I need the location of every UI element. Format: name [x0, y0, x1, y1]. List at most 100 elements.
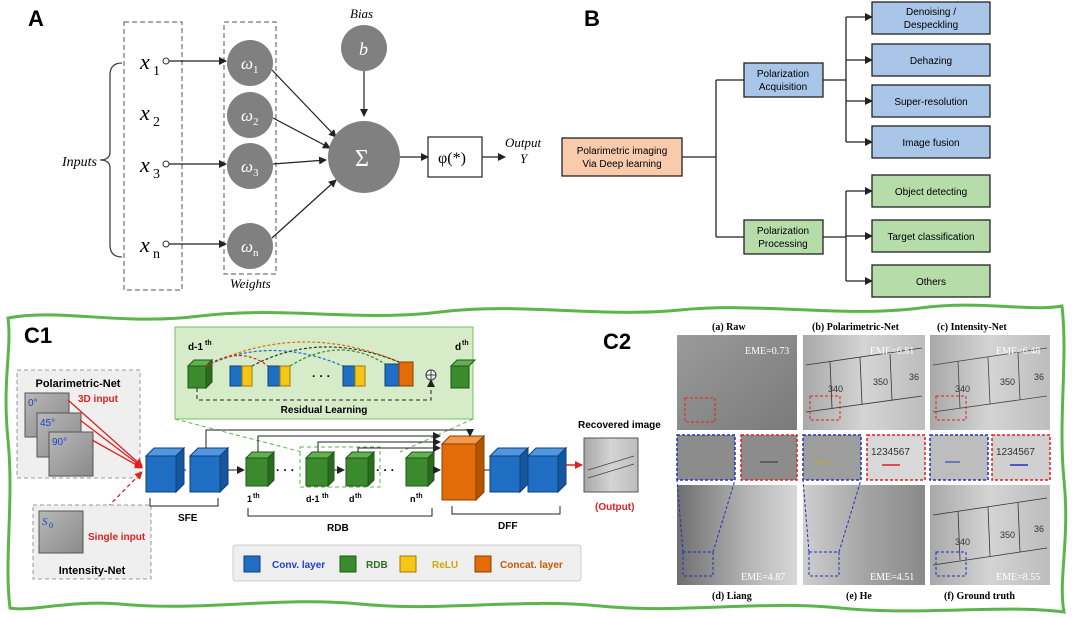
- detail-d-sup: th: [462, 340, 469, 347]
- root-node: Polarimetric imaging Via Deep learning: [561, 137, 683, 177]
- d-label: d: [349, 494, 355, 504]
- c-panel-frame: [4, 303, 1068, 614]
- weight-w1: ω 1: [227, 40, 273, 86]
- input-node: [162, 240, 170, 248]
- input-node: [162, 160, 170, 168]
- zoom-digits: 1234567: [871, 447, 910, 458]
- zoom-line-blue: [712, 479, 736, 553]
- input-subscript: 1: [153, 64, 160, 79]
- activation-label: φ(*): [438, 150, 466, 167]
- input-subscript: n: [153, 247, 160, 262]
- legend-conv: Conv. layer: [243, 555, 325, 573]
- s0-symbol: S: [42, 516, 48, 528]
- weights-label: Weights: [230, 276, 271, 291]
- ruler-number: 350: [1000, 377, 1015, 387]
- legend-label: Concat. layer: [500, 560, 563, 571]
- tree-connectors: [682, 17, 847, 281]
- dff-bracket: [451, 506, 561, 515]
- leaf-target-classification: Target classification: [871, 219, 991, 253]
- leaf-line1: Denoising /: [906, 7, 956, 18]
- d-minus-sup: th: [322, 493, 329, 500]
- panel-c2-label: C2: [603, 329, 631, 354]
- zoom-line-blue: [838, 479, 862, 553]
- ruler-number: 340: [955, 384, 970, 394]
- main-pipeline: · · · · · ·: [144, 429, 583, 502]
- output-label: Output: [505, 135, 542, 150]
- inputs-box: [123, 21, 183, 291]
- sum-node: [328, 121, 400, 193]
- title-liang: (d) Liang: [712, 591, 752, 602]
- eme-polarimetric-net: EME=6.81: [870, 346, 914, 357]
- angle-label: 0°: [28, 398, 38, 409]
- input-arrow-red: [67, 399, 143, 467]
- title-intensity-net: (c) Intensity-Net: [937, 322, 1007, 333]
- bias-label: Bias: [350, 6, 373, 21]
- panel-a: A Inputs Weights x 1 x 2 x 3 x n: [28, 6, 542, 291]
- ruler-number: 350: [873, 377, 888, 387]
- panel-c1-label: C1: [24, 323, 52, 348]
- n-sup: th: [416, 493, 423, 500]
- angle-label: 90°: [52, 437, 67, 448]
- eme-intensity-net: EME=6.48: [996, 346, 1040, 357]
- panel-b: B Polarimetric imaging Via Deep learning: [561, 1, 991, 298]
- sfe-label: SFE: [178, 513, 198, 524]
- legend-rdb: RDB: [339, 555, 388, 573]
- input-symbol: x: [139, 232, 150, 257]
- svg-text:· · ·: · · ·: [376, 463, 395, 477]
- weight-node: [227, 40, 273, 86]
- legend-concat: Concat. layer: [474, 555, 563, 573]
- polarimetric-net-label: Polarimetric-Net: [36, 378, 121, 390]
- ruler-number: 340: [828, 384, 843, 394]
- inputs-brace: [99, 62, 123, 258]
- rdb-bracket: [247, 508, 433, 517]
- three-d-input-label: 3D input: [78, 394, 119, 405]
- dff-label: DFF: [498, 521, 517, 532]
- detail-d-minus-label: d-1: [188, 342, 203, 353]
- weight-symbol: ω: [241, 54, 253, 73]
- legend-relu: ReLU: [399, 555, 458, 573]
- eme-raw: EME=0.73: [745, 346, 789, 357]
- eme-ground-truth: EME=8.55: [996, 572, 1040, 583]
- input-x2: x 2: [139, 100, 160, 130]
- processing-node: Polarization Processing: [743, 219, 824, 255]
- ruler-number: 36: [1034, 372, 1044, 382]
- ruler-lines-f: [932, 497, 1048, 566]
- eme-liang: EME=4.87: [741, 572, 785, 583]
- bias-symbol: b: [359, 39, 368, 59]
- leaf-denoising: Denoising / Despeckling: [871, 1, 991, 35]
- title-ground-truth: (f) Ground truth: [944, 591, 1015, 602]
- input-arrow-red: [91, 439, 143, 469]
- leaf-dehazing: Dehazing: [871, 43, 991, 77]
- image-liang: [677, 485, 797, 585]
- detail-d-label: d: [455, 342, 461, 353]
- weight-w2: ω 2: [227, 92, 273, 138]
- input-image-90: [48, 431, 94, 477]
- ruler-number: 36: [1034, 524, 1044, 534]
- weight-subscript: 2: [253, 116, 259, 128]
- zoom-row: 1234567 1234567: [676, 434, 1051, 481]
- weight-arrow: [271, 179, 337, 239]
- zoom-line: [174, 418, 303, 453]
- weight-node: [227, 92, 273, 138]
- first-sup: th: [253, 493, 260, 500]
- leaf-line1: Image fusion: [902, 138, 959, 149]
- acq-line1: Polarization: [757, 69, 809, 80]
- sfe-bracket: [149, 498, 219, 507]
- input-symbol: x: [139, 49, 150, 74]
- input-xn: x n: [139, 232, 170, 262]
- ruler-lines-b: [805, 347, 923, 413]
- leaf-object-detecting: Object detecting: [871, 174, 991, 208]
- proc-line2: Processing: [758, 239, 807, 250]
- input-node: [162, 57, 170, 65]
- image-ground-truth: [930, 485, 1050, 585]
- intensity-input-image: [38, 510, 84, 554]
- weight-subscript: 1: [253, 64, 259, 76]
- root-line2: Via Deep learning: [582, 159, 661, 170]
- zoom-line: [399, 418, 474, 453]
- residual-learning-label: Residual Learning: [281, 405, 368, 416]
- panel-b-label: B: [584, 6, 600, 31]
- n-label: n: [410, 494, 416, 504]
- weight-node: [227, 143, 273, 189]
- leaf-others: Others: [871, 264, 991, 298]
